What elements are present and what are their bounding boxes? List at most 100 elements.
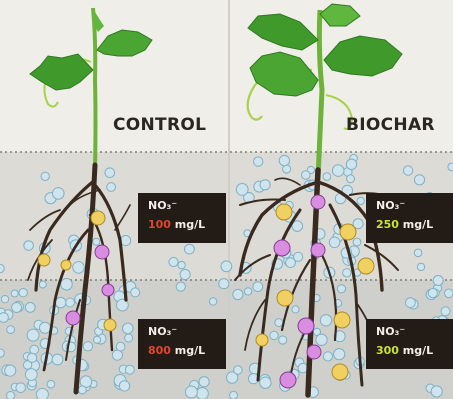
soil-particle (254, 157, 263, 166)
soil-particle (11, 290, 18, 297)
soil-particle (19, 289, 27, 297)
soil-particle (414, 175, 424, 185)
soil-particle (448, 163, 453, 171)
soil-particle (323, 352, 332, 361)
soil-particle (209, 298, 216, 305)
soil-particle (320, 315, 331, 326)
nitrate-number: 800 (148, 344, 171, 357)
soil-particle (337, 285, 345, 293)
soil-particle (83, 342, 92, 351)
soil-particle (125, 334, 133, 342)
soil-particle (5, 365, 16, 376)
soil-particle (346, 159, 356, 169)
soil-particle (112, 350, 122, 360)
biochar-heading: BIOCHAR (346, 115, 435, 135)
soil-particle (36, 388, 48, 399)
nutrient-blob-yellow (276, 204, 292, 220)
soil-particle (66, 298, 75, 307)
soil-particle (131, 288, 140, 297)
soil-particle (105, 168, 115, 178)
nutrient-blob-yellow (332, 364, 348, 380)
nutrient-blob-purple (274, 240, 290, 256)
nutrient-blob-yellow (358, 258, 374, 274)
biochar-lower-nitrate-box: NO₃⁻ 300 mg/L (366, 319, 453, 369)
soil-particle (294, 252, 303, 261)
nutrient-blob-purple (66, 311, 80, 325)
soil-particle (334, 349, 345, 360)
nutrient-blob-yellow (38, 254, 50, 266)
soil-particle (0, 313, 8, 323)
nitrate-value: 250 mg/L (376, 217, 453, 233)
soil-particle (7, 392, 15, 399)
nutrient-blob-purple (102, 284, 114, 296)
nitrate-label: NO₃⁻ (148, 325, 226, 339)
soil-particle (52, 354, 63, 365)
soil-particle (343, 269, 351, 277)
soil-particle (185, 244, 195, 254)
soil-particle (403, 166, 412, 175)
nutrient-blob-yellow (104, 319, 116, 331)
nitrate-value: 100 mg/L (148, 217, 226, 233)
soil-particle (53, 188, 65, 200)
soil-particle (406, 298, 416, 308)
soil-particle (25, 303, 35, 313)
soil-particle (428, 289, 437, 298)
soil-particle (94, 336, 101, 343)
control-heading: CONTROL (113, 115, 206, 135)
soil-particle (119, 381, 129, 391)
control-upper-nitrate-box: NO₃⁻ 100 mg/L (138, 193, 226, 243)
soil-particle (234, 366, 243, 375)
soil-particle (180, 269, 190, 279)
soil-particle (260, 180, 270, 190)
nutrient-blob-yellow (256, 334, 268, 346)
soil-particle (197, 388, 209, 399)
soil-particle (445, 289, 453, 298)
soil-particle (93, 238, 100, 245)
soil-particle (236, 184, 248, 196)
soil-particle (12, 303, 22, 313)
soil-particle (16, 383, 26, 393)
soil-particle (125, 365, 134, 374)
nutrient-blob-yellow (91, 211, 105, 225)
soil-particle (185, 386, 197, 398)
soil-particle (302, 171, 311, 180)
soil-particle (199, 377, 209, 387)
nitrate-label: NO₃⁻ (148, 199, 226, 213)
nitrate-unit: mg/L (399, 344, 433, 357)
soil-particle (275, 319, 283, 327)
nutrient-blob-purple (280, 372, 296, 388)
soil-particle (357, 197, 364, 204)
nutrient-blob-purple (307, 345, 321, 359)
soil-particle (433, 276, 443, 286)
soil-particle (332, 165, 344, 177)
soil-particle (219, 279, 229, 289)
soil-particle (27, 329, 39, 341)
soil-particle (0, 264, 4, 272)
soil-particle (27, 353, 36, 362)
soil-particle (0, 349, 4, 357)
soil-particle (25, 369, 37, 381)
soil-particle (61, 279, 73, 291)
control-stem (93, 8, 96, 170)
soil-particle (323, 173, 331, 181)
nitrate-unit: mg/L (171, 344, 205, 357)
soil-particle (316, 334, 327, 345)
soil-particle (7, 326, 15, 334)
soil-particle (260, 377, 271, 388)
soil-particle (244, 288, 251, 295)
soil-particle (253, 282, 263, 292)
nutrient-blob-yellow (61, 260, 71, 270)
nitrate-unit: mg/L (171, 218, 205, 231)
soil-particle (347, 175, 355, 183)
soil-particle (279, 336, 287, 344)
soil-particle (73, 262, 85, 274)
soil-particle (40, 322, 51, 333)
soil-particle (414, 249, 422, 257)
nitrate-value: 800 mg/L (148, 343, 226, 359)
nitrate-value: 300 mg/L (376, 343, 453, 359)
soil-particle (233, 289, 243, 299)
soil-particle (56, 297, 66, 307)
soil-particle (292, 306, 299, 313)
soil-particle (116, 342, 125, 351)
